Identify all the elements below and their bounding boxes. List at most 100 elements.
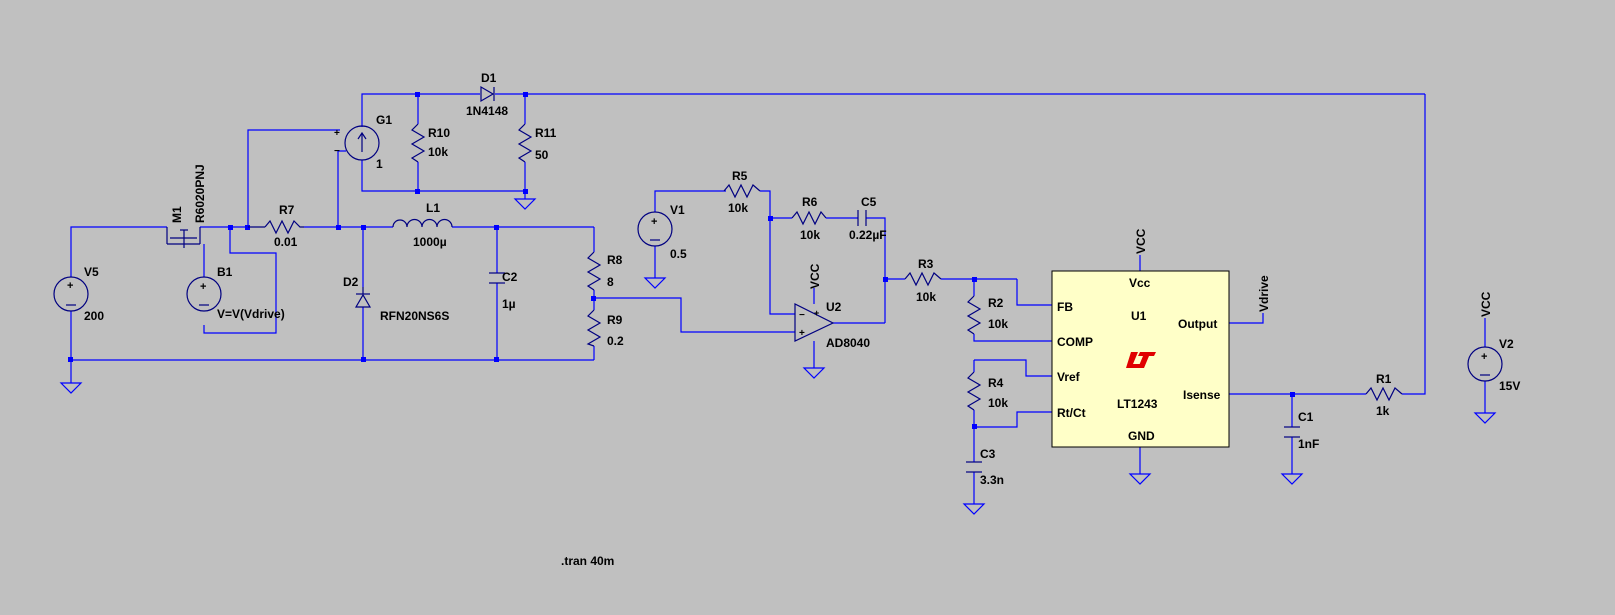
svg-text:+: + [1481,351,1487,363]
voltage-source-v2[interactable]: + V2 15V VCC [1467,291,1520,393]
resistor-r7[interactable]: R7 0.01 [248,203,304,249]
v1-ref: V1 [670,203,685,217]
u1-pin-rtct: Rt/Ct [1057,406,1086,420]
behavioral-source-b1[interactable]: + B1 V=V(Vdrive) [186,265,285,321]
u1-pin-vref: Vref [1057,370,1081,384]
r7-value: 0.01 [274,235,298,249]
spice-directive[interactable]: .tran 40m [561,554,614,568]
r11-value: 50 [535,148,549,162]
svg-text:+: + [200,281,206,293]
capacitor-c2[interactable]: C2 1µ [489,270,518,311]
b1-ref: B1 [217,265,233,279]
u1-pin-vcc: Vcc [1129,276,1151,290]
svg-text:−: − [334,146,340,157]
r9-ref: R9 [607,313,623,327]
u1-pin-output: Output [1178,317,1217,331]
resistor-r10[interactable]: R10 10k [410,123,450,163]
resistor-r1[interactable]: R1 1k [1365,372,1403,418]
v2-value: 15V [1499,379,1520,393]
resistor-r3[interactable]: R3 10k [904,257,942,304]
capacitor-c5[interactable]: C5 0.22µF [849,195,887,242]
resistor-r9[interactable]: R9 0.2 [586,309,624,348]
v5-value: 200 [84,309,104,323]
junction-dots [68,92,1295,429]
resistor-r5[interactable]: R5 10k [723,169,761,215]
u2-value: AD8040 [826,336,870,350]
r10-ref: R10 [428,126,450,140]
c1-ref: C1 [1298,410,1314,424]
r8-value: 8 [607,275,614,289]
m1-ref: M1 [170,206,184,223]
current-source-g1[interactable]: + − G1 1 [334,113,392,171]
u2-ref: U2 [826,300,842,314]
r3-ref: R3 [918,257,934,271]
svg-text:−: − [799,310,805,321]
m1-value: R6020PNJ [193,164,207,223]
u1-ref: U1 [1131,309,1147,323]
u1-pin-isense: Isense [1183,388,1221,402]
resistor-r8[interactable]: R8 8 [586,251,623,291]
u2-vcc-label: VCC [808,263,822,289]
l1-ref: L1 [426,201,440,215]
u1-pin-fb: FB [1057,300,1073,314]
mosfet-m1[interactable]: M1 R6020PNJ [166,164,207,248]
c5-ref: C5 [861,195,877,209]
voltage-source-v1[interactable]: + V1 0.5 [637,203,687,261]
svg-text:+: + [334,128,340,139]
capacitor-c1[interactable]: C1 1nF [1284,410,1319,451]
g1-value: 1 [376,157,383,171]
v2-vcc-label: VCC [1479,291,1493,317]
r2-ref: R2 [988,296,1004,310]
u1-pin-gnd: GND [1128,429,1155,443]
c5-value: 0.22µF [849,228,887,242]
v2-ref: V2 [1499,337,1514,351]
diode-d2[interactable]: D2 RFN20NS6S [343,275,449,323]
r5-ref: R5 [732,169,748,183]
v5-ref: V5 [84,265,99,279]
inductor-l1[interactable]: L1 1000µ [392,201,453,249]
r9-value: 0.2 [607,334,624,348]
opamp-u2[interactable]: − + + U2 AD8040 VCC [794,263,870,350]
r2-value: 10k [988,317,1008,331]
svg-text:+: + [67,280,73,292]
r4-value: 10k [988,396,1008,410]
resistor-r6[interactable]: R6 10k [791,195,827,242]
ground-symbols [59,198,1497,515]
lt-logo [1126,352,1156,368]
u1-pin-comp: COMP [1057,335,1093,349]
r1-ref: R1 [1376,372,1392,386]
wires[interactable] [70,93,1486,504]
r4-ref: R4 [988,376,1004,390]
c1-value: 1nF [1298,437,1319,451]
c2-value: 1µ [502,297,516,311]
svg-text:+: + [651,216,657,228]
r1-value: 1k [1376,404,1390,418]
vdrive-label: Vdrive [1257,275,1271,312]
c3-value: 3.3n [980,473,1004,487]
capacitor-c3[interactable]: C3 3.3n [966,447,1004,487]
c2-ref: C2 [502,270,518,284]
d1-value: 1N4148 [466,104,508,118]
voltage-source-v5[interactable]: + V5 200 [53,265,104,323]
resistor-r11[interactable]: R11 50 [517,123,557,163]
r10-value: 10k [428,145,448,159]
svg-text:+: + [799,328,805,339]
r5-value: 10k [728,201,748,215]
diode-d1[interactable]: D1 1N4148 [466,71,508,118]
r7-ref: R7 [279,203,295,217]
d2-value: RFN20NS6S [380,309,449,323]
resistor-r2[interactable]: R2 10k [966,295,1008,335]
g1-ref: G1 [376,113,392,127]
u1-value: LT1243 [1117,397,1158,411]
l1-value: 1000µ [413,235,447,249]
r6-value: 10k [800,228,820,242]
ic-u1[interactable]: Vcc U1 Output FB COMP Vref Rt/Ct Isense … [1051,228,1271,448]
r3-value: 10k [916,290,936,304]
d1-ref: D1 [481,71,497,85]
b1-value: V=V(Vdrive) [217,307,285,321]
u1-vcc-label: VCC [1134,228,1148,254]
r11-ref: R11 [535,126,557,140]
r6-ref: R6 [802,195,818,209]
resistor-r4[interactable]: R4 10k [966,371,1008,411]
